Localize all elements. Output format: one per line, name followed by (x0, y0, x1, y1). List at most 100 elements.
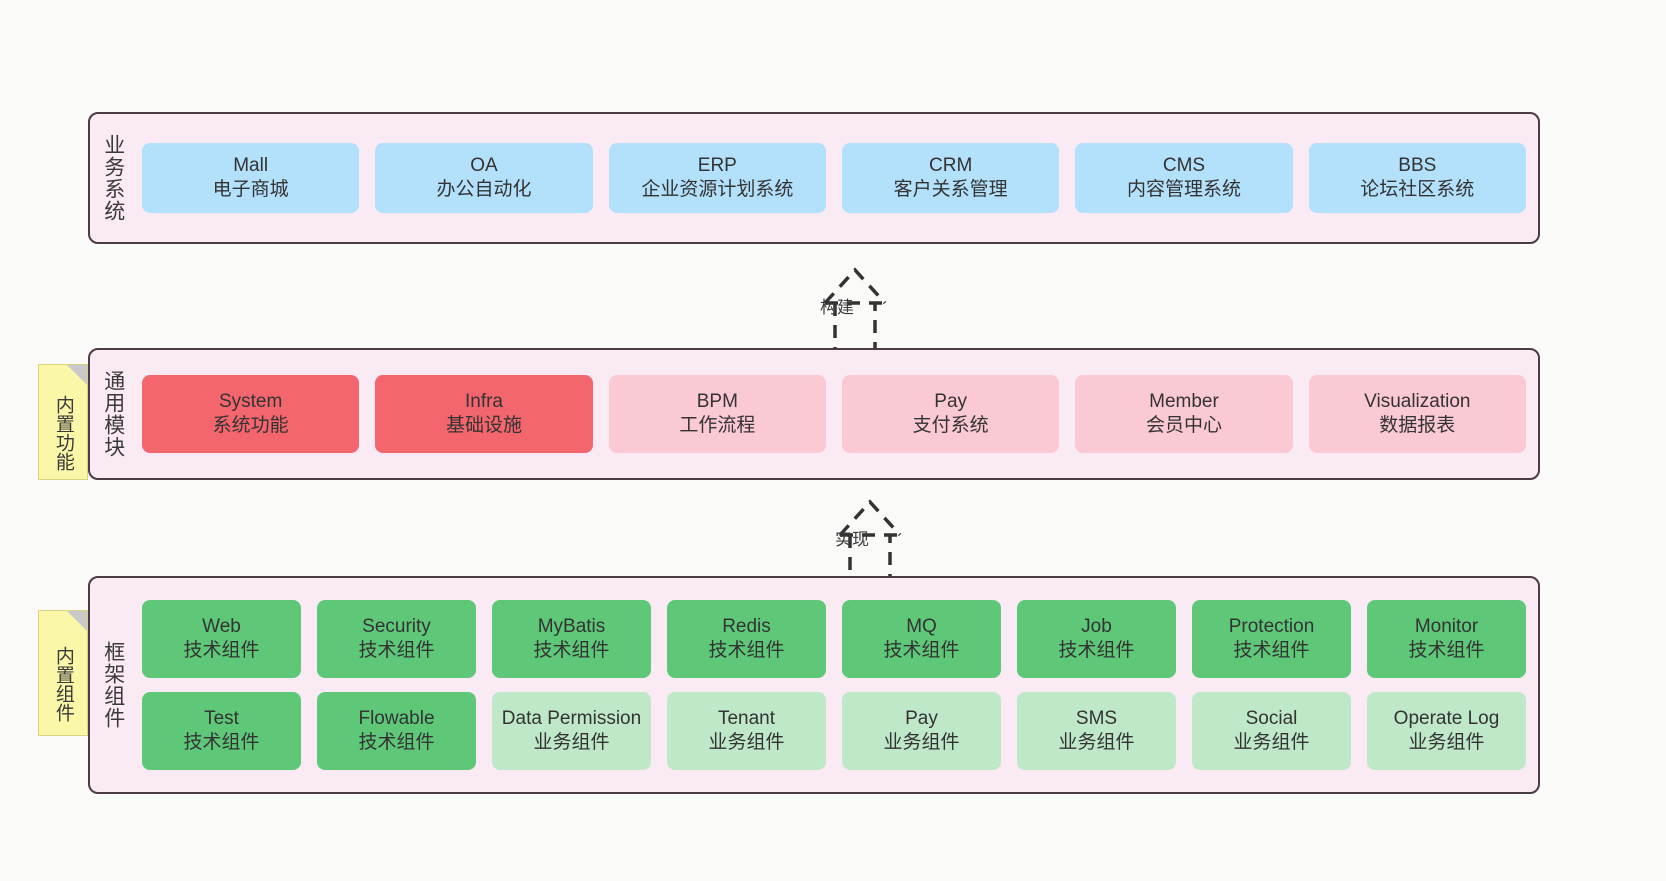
item-name: Security (362, 615, 431, 637)
item-desc: 支付系统 (912, 415, 989, 436)
item-desc: 办公自动化 (436, 179, 532, 200)
connector-implement-arrow-icon (770, 490, 970, 590)
item-name: Pay (934, 390, 968, 412)
module-item-system[interactable]: System 系统功能 (142, 375, 360, 453)
business-item-erp[interactable]: ERP 企业资源计划系统 (608, 143, 826, 213)
layer-body-modules: System 系统功能 Infra 基础设施 BPM 工作流程 Pay 支付系统… (136, 350, 1538, 478)
item-desc: 业务组件 (1233, 732, 1310, 753)
framework-item-operate-log[interactable]: Operate Log 业务组件 (1367, 692, 1526, 770)
item-name: BBS (1398, 154, 1437, 176)
framework-item-social[interactable]: Social 业务组件 (1192, 692, 1351, 770)
item-name: BPM (696, 390, 738, 412)
item-name: Test (204, 707, 239, 729)
item-desc: 技术组件 (183, 640, 260, 661)
item-name: Member (1149, 390, 1219, 412)
module-item-infra[interactable]: Infra 基础设施 (375, 375, 593, 453)
connector-build-label: 构建 (820, 298, 854, 317)
item-name: SMS (1075, 707, 1118, 729)
framework-row-tech: Web 技术组件 Security 技术组件 MyBatis 技术组件 Redi… (142, 600, 1526, 678)
framework-item-tenant[interactable]: Tenant 业务组件 (667, 692, 826, 770)
business-item-bbs[interactable]: BBS 论坛社区系统 (1308, 143, 1526, 213)
item-desc: 技术组件 (358, 732, 435, 753)
item-desc: 技术组件 (358, 640, 435, 661)
item-name: Flowable (358, 707, 435, 729)
layer-title-modules: 通用模块 (101, 370, 125, 458)
business-row: Mall 电子商城 OA 办公自动化 ERP 企业资源计划系统 CRM 客户关系… (142, 143, 1526, 213)
item-name: CMS (1162, 154, 1206, 176)
business-item-mall[interactable]: Mall 电子商城 (142, 143, 360, 213)
item-name: Visualization (1364, 390, 1471, 412)
framework-item-web[interactable]: Web 技术组件 (142, 600, 301, 678)
item-name: Infra (464, 390, 503, 412)
business-item-oa[interactable]: OA 办公自动化 (375, 143, 593, 213)
framework-item-mybatis[interactable]: MyBatis 技术组件 (492, 600, 651, 678)
sticky-note-label: 内置功能 (52, 395, 74, 471)
connector-build-arrow-icon (755, 258, 955, 358)
connector-implement-label: 实现 (835, 530, 869, 549)
framework-item-protection[interactable]: Protection 技术组件 (1192, 600, 1351, 678)
framework-item-data-permission[interactable]: Data Permission 业务组件 (492, 692, 651, 770)
item-name: Tenant (717, 707, 776, 729)
layer-title-framework: 框架组件 (101, 641, 125, 729)
layer-body-business: Mall 电子商城 OA 办公自动化 ERP 企业资源计划系统 CRM 客户关系… (136, 114, 1538, 242)
framework-item-pay[interactable]: Pay 业务组件 (842, 692, 1001, 770)
item-name: Data Permission (501, 707, 642, 729)
item-name: MQ (906, 615, 937, 637)
item-desc: 内容管理系统 (1126, 179, 1241, 200)
framework-item-job[interactable]: Job 技术组件 (1017, 600, 1176, 678)
module-item-bpm[interactable]: BPM 工作流程 (608, 375, 826, 453)
sticky-note-builtin-features: 内置功能 (38, 364, 88, 480)
sticky-note-builtin-components: 内置组件 (38, 610, 88, 736)
framework-item-security[interactable]: Security 技术组件 (317, 600, 476, 678)
item-name: System (218, 390, 283, 412)
item-name: Social (1245, 707, 1298, 729)
item-desc: 技术组件 (1058, 640, 1135, 661)
sticky-note-label: 内置组件 (52, 646, 74, 722)
item-name: Web (202, 615, 241, 637)
item-desc: 业务组件 (1058, 732, 1135, 753)
item-desc: 系统功能 (212, 415, 289, 436)
item-desc: 业务组件 (883, 732, 960, 753)
item-desc: 技术组件 (533, 640, 610, 661)
item-desc: 技术组件 (883, 640, 960, 661)
item-desc: 工作流程 (679, 415, 756, 436)
framework-item-test[interactable]: Test 技术组件 (142, 692, 301, 770)
item-name: Mall (233, 154, 269, 176)
item-desc: 技术组件 (183, 732, 260, 753)
module-item-visualization[interactable]: Visualization 数据报表 (1308, 375, 1526, 453)
framework-item-monitor[interactable]: Monitor 技术组件 (1367, 600, 1526, 678)
item-desc: 会员中心 (1145, 415, 1222, 436)
item-desc: 技术组件 (1233, 640, 1310, 661)
item-desc: 业务组件 (708, 732, 785, 753)
item-name: Protection (1228, 615, 1315, 637)
item-name: Redis (722, 615, 771, 637)
item-name: Job (1081, 615, 1112, 637)
layer-body-framework: Web 技术组件 Security 技术组件 MyBatis 技术组件 Redi… (136, 578, 1538, 792)
item-desc: 技术组件 (708, 640, 785, 661)
framework-item-mq[interactable]: MQ 技术组件 (842, 600, 1001, 678)
business-item-cms[interactable]: CMS 内容管理系统 (1075, 143, 1293, 213)
item-desc: 客户关系管理 (893, 179, 1008, 200)
item-desc: 业务组件 (1408, 732, 1485, 753)
module-item-member[interactable]: Member 会员中心 (1075, 375, 1293, 453)
item-desc: 业务组件 (533, 732, 610, 753)
item-name: OA (470, 154, 498, 176)
modules-row: System 系统功能 Infra 基础设施 BPM 工作流程 Pay 支付系统… (142, 375, 1526, 453)
business-item-crm[interactable]: CRM 客户关系管理 (841, 143, 1060, 213)
item-name: Monitor (1414, 615, 1479, 637)
framework-item-redis[interactable]: Redis 技术组件 (667, 600, 826, 678)
layer-common-modules: 通用模块 System 系统功能 Infra 基础设施 BPM 工作流程 Pay… (88, 348, 1540, 480)
module-item-pay[interactable]: Pay 支付系统 (841, 375, 1060, 453)
item-desc: 企业资源计划系统 (641, 179, 794, 200)
framework-row-business: Test 技术组件 Flowable 技术组件 Data Permission … (142, 692, 1526, 770)
item-name: MyBatis (537, 615, 606, 637)
framework-item-flowable[interactable]: Flowable 技术组件 (317, 692, 476, 770)
item-desc: 电子商城 (212, 179, 289, 200)
layer-title-business: 业务系统 (101, 134, 125, 222)
framework-item-sms[interactable]: SMS 业务组件 (1017, 692, 1176, 770)
item-desc: 数据报表 (1379, 415, 1456, 436)
item-desc: 技术组件 (1408, 640, 1485, 661)
item-desc: 基础设施 (445, 415, 522, 436)
item-desc: 论坛社区系统 (1360, 179, 1475, 200)
